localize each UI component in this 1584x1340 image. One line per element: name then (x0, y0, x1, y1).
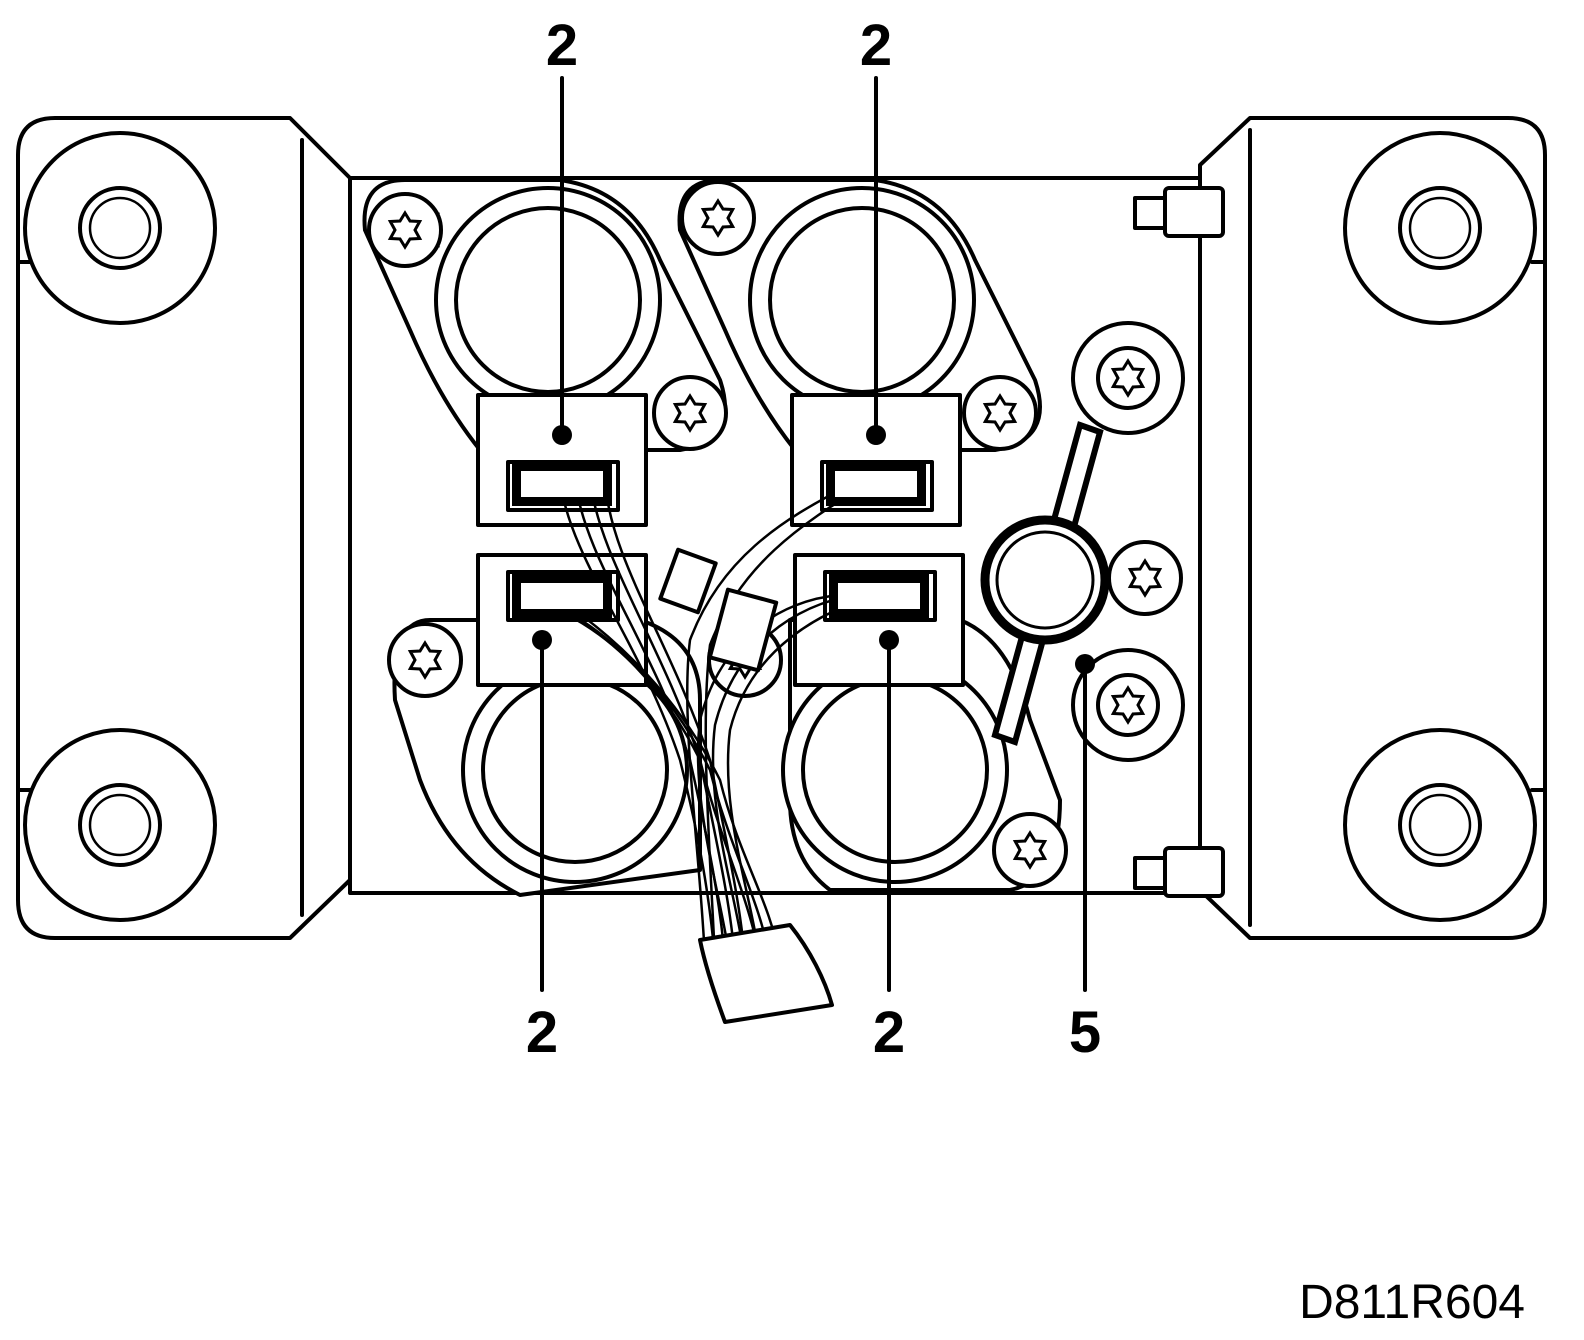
connector-bottom-right (829, 574, 929, 618)
figure-id: D811R604 (1299, 1276, 1525, 1329)
callout-bottom-left: 2 (526, 630, 558, 1065)
cable-ties (658, 547, 779, 673)
callout-label: 2 (873, 1000, 905, 1065)
wiring-harness (529, 479, 881, 961)
valve-top-right (677, 178, 1042, 527)
callout-top-left: 2 (546, 13, 578, 445)
callout-label: 2 (860, 13, 892, 78)
right-mounting-bracket (1198, 116, 1547, 940)
right-bottom-mount-hole (1343, 728, 1537, 922)
connector-top-right (826, 462, 926, 506)
callout-top-right: 2 (860, 13, 892, 445)
connector-top-left (512, 462, 612, 506)
left-top-mount-hole (23, 131, 217, 325)
top-locating-pin (1133, 186, 1225, 238)
right-plate-screws (1071, 321, 1185, 762)
callout-label: 5 (1069, 1000, 1101, 1065)
left-mounting-bracket (16, 116, 352, 940)
right-top-mount-hole (1343, 131, 1537, 325)
harness-sheath (698, 923, 834, 1024)
callout-bottom-right: 2 (873, 630, 905, 1065)
connector-bottom-left (512, 574, 612, 618)
callout-label: 2 (546, 13, 578, 78)
test-fitting (980, 421, 1110, 746)
callout-label: 2 (526, 1000, 558, 1065)
bottom-locating-pin (1133, 846, 1225, 898)
left-bottom-mount-hole (23, 728, 217, 922)
callout-fitting: 5 (1069, 654, 1101, 1065)
valve-top-left (362, 178, 728, 527)
